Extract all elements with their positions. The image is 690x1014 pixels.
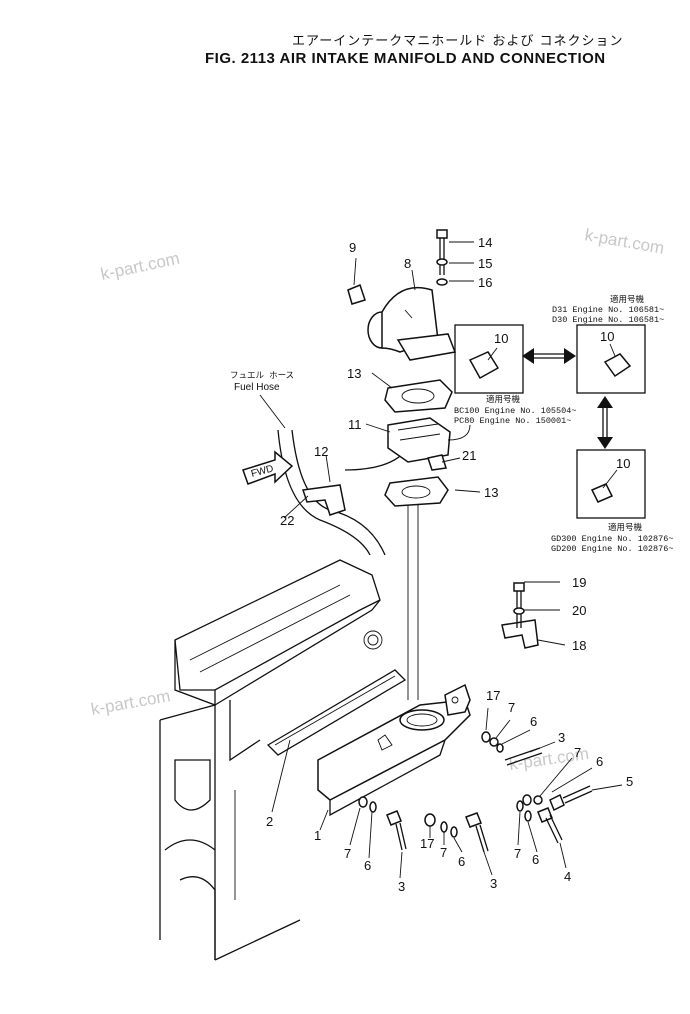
callout-5: 5	[626, 774, 633, 789]
svg-text:D30 Engine No. 106581~: D30 Engine No. 106581~	[552, 315, 664, 325]
gasket-13-lower	[384, 476, 449, 507]
sensor-variant-box-bottom-right	[576, 449, 646, 519]
sensor-variant-box-middle	[454, 324, 524, 394]
callout-6: 6	[530, 714, 537, 729]
callout-6: 6	[596, 754, 603, 769]
leader-lines	[271, 241, 623, 879]
intake-manifold-1	[317, 683, 471, 817]
svg-text:GD300 Engine No. 102876~: GD300 Engine No. 102876~	[551, 534, 673, 544]
callout-11: 11	[348, 417, 362, 432]
watermark: k-part.com	[89, 686, 171, 719]
callout-12: 12	[314, 444, 328, 459]
washer-15	[436, 258, 448, 266]
watermark: k-part.com	[583, 225, 665, 258]
callout-3: 3	[398, 879, 405, 894]
washer-20	[513, 607, 525, 615]
svg-text:適用号機: 適用号機	[486, 394, 521, 405]
callout-7: 7	[344, 846, 351, 861]
gasket-13-upper	[384, 379, 453, 413]
heater-11	[387, 417, 471, 463]
fuel-hose-label-jp: フュエル ホース	[230, 371, 294, 381]
callout-14: 14	[478, 235, 492, 250]
bolt-14	[436, 229, 448, 275]
svg-text:BC100 Engine No. 105504~: BC100 Engine No. 105504~	[454, 406, 576, 416]
callout-8: 8	[404, 256, 411, 271]
callout-13-lower: 13	[484, 485, 498, 500]
callout-2: 2	[266, 814, 273, 829]
connector-21	[427, 454, 447, 471]
callouts: 9 8 14 15 16 10 13 11 12 21 13 22 19 20 …	[266, 235, 633, 894]
bolt-4	[537, 807, 563, 844]
callout-15: 15	[478, 256, 492, 271]
sensor-10	[468, 351, 500, 380]
svg-text:適用号機: 適用号機	[608, 522, 643, 533]
plug-9	[347, 283, 366, 305]
bracket-18	[501, 619, 539, 649]
callout-16: 16	[478, 275, 492, 290]
callout-17: 17	[420, 836, 434, 851]
bolt-5	[549, 785, 593, 812]
svg-text:GD200 Engine No. 102876~: GD200 Engine No. 102876~	[551, 544, 673, 554]
callout-1: 1	[314, 828, 321, 843]
page-title-jp: エアーインテークマニホールド および コネクション	[292, 34, 624, 49]
callout-6: 6	[458, 854, 465, 869]
applicability-bottom-right: 適用号機 GD300 Engine No. 102876~ GD200 Engi…	[551, 522, 673, 554]
callout-4: 4	[564, 869, 571, 884]
callout-21: 21	[462, 448, 476, 463]
callout-3: 3	[558, 730, 565, 745]
callout-7: 7	[574, 745, 581, 760]
callout-10: 10	[494, 331, 508, 346]
callout-10-top-right: 10	[600, 329, 614, 344]
washer-16	[436, 278, 448, 286]
applicability-top-right: 適用号機 D31 Engine No. 106581~ D30 Engine N…	[552, 294, 664, 325]
interchange-arrow-horizontal	[522, 348, 576, 364]
callout-10-bottom-right: 10	[616, 456, 630, 471]
elbow-8	[367, 286, 457, 361]
fwd-arrow: FWD	[242, 450, 294, 485]
callout-17: 17	[486, 688, 500, 703]
callout-9: 9	[349, 240, 356, 255]
bolt-3-lower-left	[386, 810, 407, 851]
callout-18: 18	[572, 638, 586, 653]
callout-3: 3	[490, 876, 497, 891]
callout-7: 7	[440, 845, 447, 860]
page-title: FIG. 2113 AIR INTAKE MANIFOLD AND CONNEC…	[205, 50, 606, 67]
bolt-3-lower-middle	[465, 812, 489, 853]
callout-19: 19	[572, 575, 586, 590]
callout-22: 22	[280, 513, 294, 528]
interchange-arrow-vertical	[597, 396, 613, 449]
callout-20: 20	[572, 603, 586, 618]
callout-6: 6	[532, 852, 539, 867]
svg-text:PC80 Engine No. 150001~: PC80 Engine No. 150001~	[454, 416, 571, 426]
watermark: k-part.com	[99, 249, 181, 284]
applicability-middle: 適用号機 BC100 Engine No. 105504~ PC80 Engin…	[454, 394, 576, 426]
callout-6: 6	[364, 858, 371, 873]
callout-7: 7	[514, 846, 521, 861]
gasket-2	[266, 669, 407, 756]
clamp-22	[302, 484, 346, 516]
svg-text:D31 Engine No. 106581~: D31 Engine No. 106581~	[552, 305, 664, 315]
sensor-variant-box-top-right	[576, 324, 646, 394]
callout-13-upper: 13	[347, 366, 361, 381]
svg-text:適用号機: 適用号機	[610, 294, 645, 305]
fuel-hose-label: Fuel Hose	[234, 382, 280, 393]
engine-block	[159, 559, 383, 961]
callout-7: 7	[508, 700, 515, 715]
